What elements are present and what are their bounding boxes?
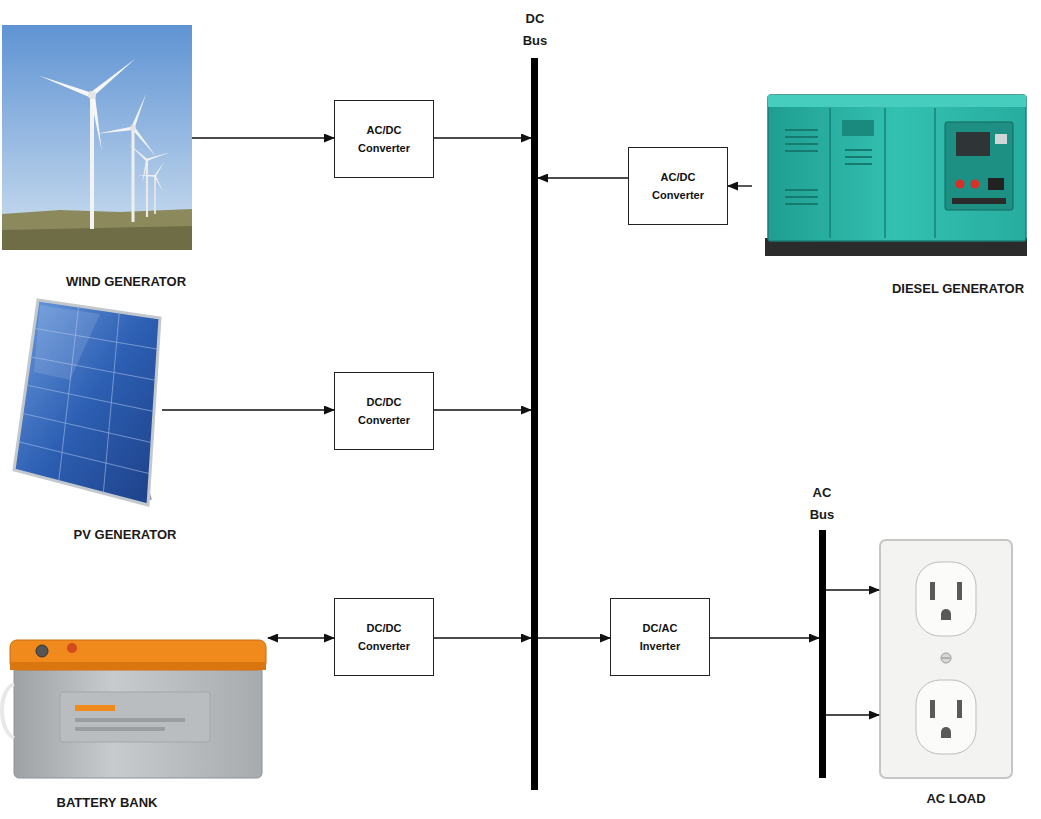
- component-label: BATTERY BANK: [57, 795, 158, 810]
- pv-picture: [14, 300, 160, 505]
- connector-arrow: [434, 137, 531, 138]
- component-label: DIESEL GENERATOR: [892, 281, 1024, 296]
- connector-arrow: [826, 589, 879, 590]
- connector-arrow: [434, 637, 531, 638]
- outlet-picture: [880, 540, 1012, 778]
- box-label: DC/AC Inverter: [640, 619, 680, 655]
- connector-arrow: [268, 637, 334, 638]
- wind-picture: [2, 25, 192, 250]
- box-label: AC/DC Converter: [358, 121, 410, 157]
- connector-arrow: [192, 137, 334, 138]
- connector-arrow: [538, 637, 610, 638]
- inverter-box: DC/AC Inverter: [610, 598, 710, 676]
- component-label: WIND GENERATOR: [66, 274, 186, 289]
- connector-arrow: [710, 637, 819, 638]
- box-label: DC/DC Converter: [358, 393, 410, 429]
- ac-load: AC LOAD: [879, 540, 1013, 778]
- ac-bus: AC Bus: [819, 530, 826, 778]
- pv-generator: PV GENERATOR: [10, 298, 162, 507]
- component-label: AC LOAD: [926, 791, 985, 806]
- bus-label: DC Bus: [523, 8, 548, 52]
- converter-box: DC/DC Converter: [334, 598, 434, 676]
- converter-box: AC/DC Converter: [628, 147, 728, 225]
- component-label: PV GENERATOR: [74, 527, 177, 542]
- wind-generator: WIND GENERATOR: [2, 25, 192, 250]
- connector-arrow: [434, 409, 531, 410]
- converter-box: DC/DC Converter: [334, 372, 434, 450]
- connector-arrow: [538, 177, 628, 178]
- box-label: DC/DC Converter: [358, 619, 410, 655]
- battery-picture: [2, 640, 266, 778]
- connector-arrow: [728, 185, 752, 186]
- diesel-generator: DIESEL GENERATOR: [752, 85, 1032, 258]
- converter-box: AC/DC Converter: [334, 100, 434, 178]
- dc-bus: DC Bus: [531, 58, 538, 790]
- diesel-picture: [765, 95, 1027, 256]
- bus-label: AC Bus: [810, 482, 835, 526]
- connector-arrow: [826, 714, 879, 715]
- battery-bank: BATTERY BANK: [8, 630, 268, 780]
- box-label: AC/DC Converter: [652, 168, 704, 204]
- connector-arrow: [162, 409, 334, 410]
